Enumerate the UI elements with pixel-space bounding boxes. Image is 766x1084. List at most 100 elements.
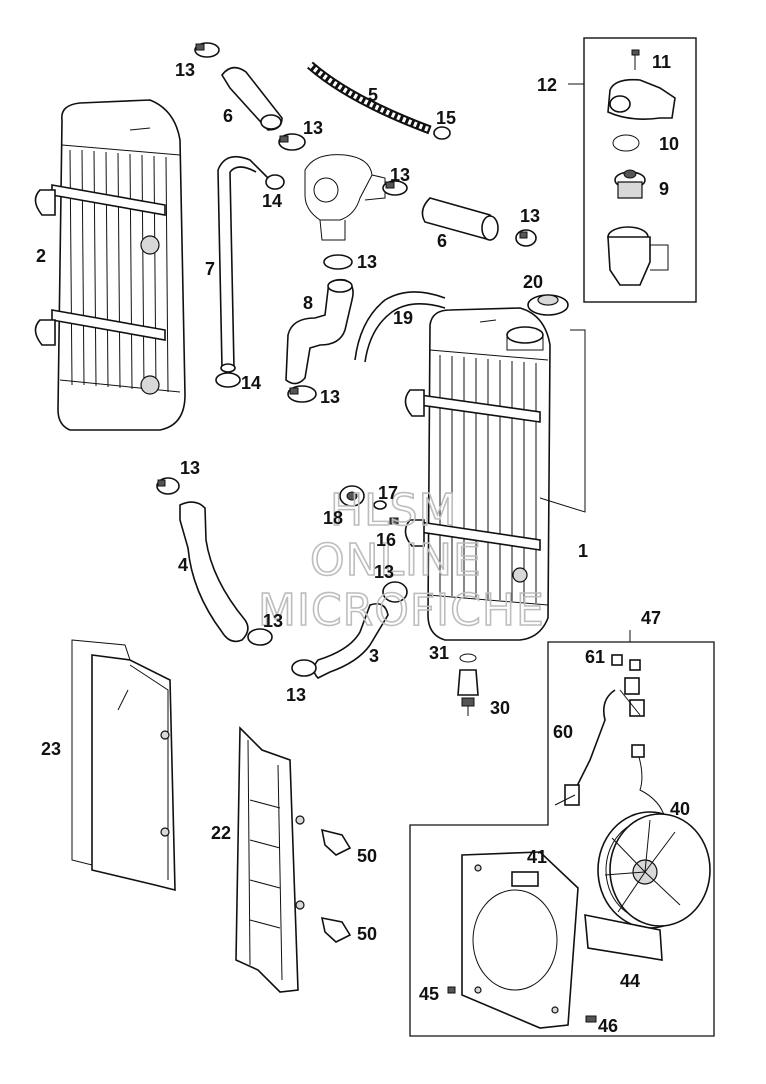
shroud-22: [235, 726, 305, 993]
hose-8: [285, 278, 354, 385]
callout-18: 18: [323, 508, 343, 528]
hose-4: [179, 501, 249, 643]
callout-labels: 13 6 5 15 13 11 12 10 9 2 14 13 6 13 7 1…: [36, 52, 690, 1036]
screw-45: [447, 986, 456, 994]
clamp-13-hose3-bottom: [291, 659, 317, 677]
callout-50: 50: [357, 924, 377, 944]
radiator-cap-20: [527, 294, 569, 316]
callout-13: 13: [374, 562, 394, 582]
screw-16: [389, 517, 399, 525]
callout-5: 5: [368, 85, 378, 105]
callout-6: 6: [223, 106, 233, 126]
fan-40: [597, 744, 711, 929]
sensor-30: [457, 653, 479, 716]
callout-30: 30: [490, 698, 510, 718]
callout-17: 17: [378, 483, 398, 503]
hose-3: [313, 602, 389, 679]
clamp-13-center: [323, 254, 353, 270]
clamp-13-left: [156, 477, 180, 495]
callout-4: 4: [178, 555, 188, 575]
callout-16: 16: [376, 530, 396, 550]
thermostat-assembly-box: [568, 37, 697, 303]
hose-7: [217, 155, 269, 373]
thermostat-housing: [607, 226, 669, 286]
connector-61: [611, 654, 641, 671]
clamp-13-lower: [287, 385, 317, 403]
callout-15: 15: [436, 108, 456, 128]
hose-5-braided: [307, 61, 432, 135]
clamp-15: [433, 126, 451, 140]
thermostat-cover: [607, 78, 676, 120]
clamp-13-hose4: [247, 628, 273, 646]
callout-19: 19: [393, 308, 413, 328]
bushing-50-upper: [320, 828, 352, 856]
callout-6: 6: [437, 231, 447, 251]
hose-6-lower: [421, 197, 499, 241]
callout-50: 50: [357, 846, 377, 866]
callout-45: 45: [419, 984, 439, 1004]
wiring-harness-60: [554, 677, 645, 806]
watermark-line-2: ONLINE: [310, 535, 482, 586]
left-radiator: [34, 99, 186, 431]
callout-9: 9: [659, 179, 669, 199]
callout-2: 2: [36, 246, 46, 266]
callout-3: 3: [369, 646, 379, 666]
callout-44: 44: [620, 971, 640, 991]
callout-13: 13: [263, 611, 283, 631]
clamp-13-right: [515, 229, 537, 247]
callout-7: 7: [205, 259, 215, 279]
shroud-23: [71, 639, 176, 892]
callout-8: 8: [303, 293, 313, 313]
callout-20: 20: [523, 272, 543, 292]
right-radiator: [404, 307, 551, 641]
callout-31: 31: [429, 643, 449, 663]
callout-23: 23: [41, 739, 61, 759]
callout-13: 13: [390, 165, 410, 185]
filler-neck: [506, 326, 544, 351]
callout-40: 40: [670, 799, 690, 819]
clamp-14-lower: [215, 372, 241, 388]
callout-12: 12: [537, 75, 557, 95]
clamp-13-top: [194, 42, 220, 58]
callout-13: 13: [180, 458, 200, 478]
fan-frame-41: [461, 851, 579, 1029]
leader-1: [539, 329, 586, 513]
callout-61: 61: [585, 647, 605, 667]
clamp-14-upper: [265, 174, 285, 190]
callout-13: 13: [175, 60, 195, 80]
clamp-13-pump: [382, 180, 408, 196]
hose-6-upper: [221, 66, 283, 131]
fan-kit-box: [409, 630, 715, 1037]
callout-46: 46: [598, 1016, 618, 1036]
callout-13: 13: [286, 685, 306, 705]
thermostat-9: [614, 169, 646, 199]
plate-44: [584, 914, 663, 961]
callout-14: 14: [241, 373, 261, 393]
hose-19: [354, 291, 446, 363]
clamp-13-mid: [278, 133, 306, 151]
callout-60: 60: [553, 722, 573, 742]
watermark-line-3: MICROFICHE: [258, 585, 545, 636]
bushing-50-lower: [320, 916, 352, 943]
screw-46: [585, 1015, 597, 1023]
callout-41: 41: [527, 847, 547, 867]
watermark-line-1: HLSM: [330, 485, 458, 536]
callout-14: 14: [262, 191, 282, 211]
callout-22: 22: [211, 823, 231, 843]
callout-11: 11: [652, 52, 671, 72]
o-ring-10: [612, 134, 640, 152]
callout-13: 13: [320, 387, 340, 407]
pump-fitting: [304, 154, 386, 241]
callout-13: 13: [303, 118, 323, 138]
watermark: HLSM ONLINE MICROFICHE: [257, 484, 545, 637]
screw-11: [631, 49, 640, 70]
callout-13: 13: [520, 206, 540, 226]
washer-17: [373, 500, 387, 510]
clamp-13-hose3-top: [382, 581, 408, 603]
grommet-18: [339, 485, 365, 507]
callout-1: 1: [578, 541, 588, 561]
callout-13: 13: [357, 252, 377, 272]
callout-47: 47: [641, 608, 661, 628]
callout-10: 10: [659, 134, 679, 154]
